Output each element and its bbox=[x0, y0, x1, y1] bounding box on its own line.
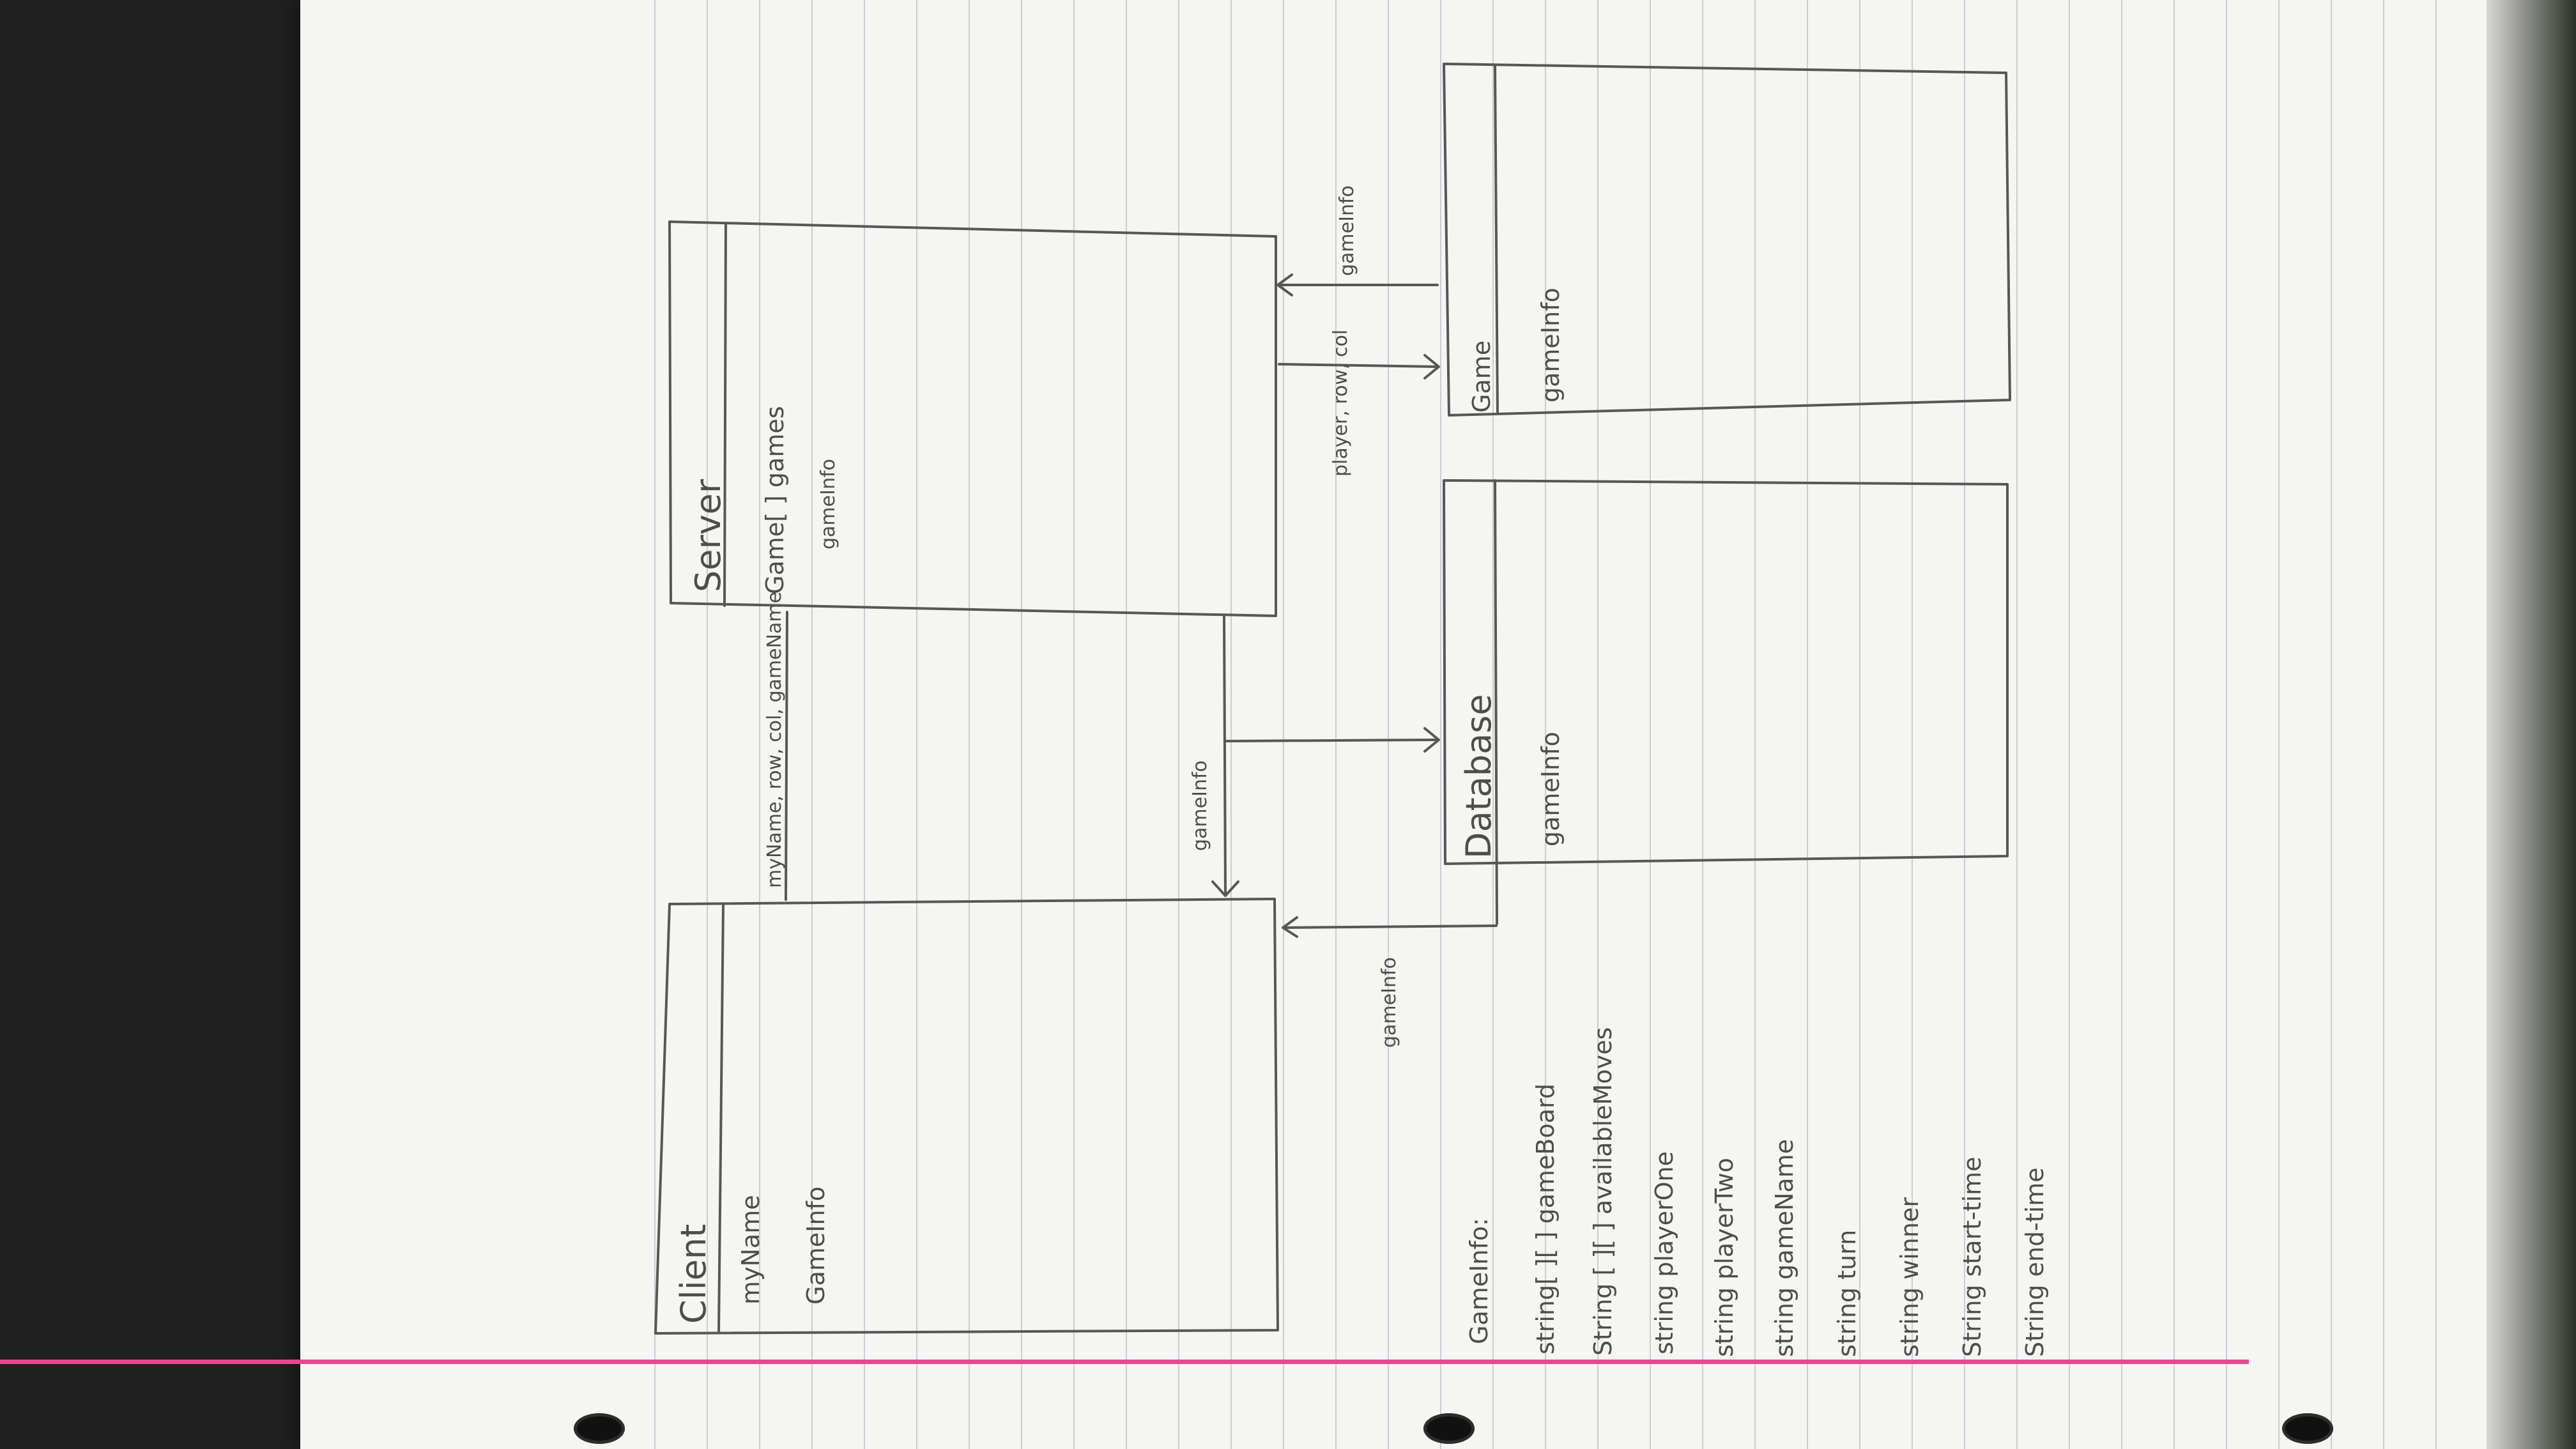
paper-rule bbox=[2331, 0, 2332, 1449]
paper-rule bbox=[2435, 0, 2437, 1449]
paper-rule bbox=[759, 0, 760, 1449]
paper-margin-line bbox=[0, 1360, 2249, 1364]
paper-rule bbox=[916, 0, 917, 1449]
paper-rule bbox=[1440, 0, 1441, 1449]
paper-rule bbox=[1073, 0, 1075, 1449]
paper-rule bbox=[1650, 0, 1651, 1449]
paper-rule bbox=[1335, 0, 1337, 1449]
paper-rule bbox=[2121, 0, 2122, 1449]
paper-rule bbox=[1283, 0, 1284, 1449]
paper-rule bbox=[1388, 0, 1389, 1449]
paper-rule bbox=[654, 0, 656, 1449]
paper-edge bbox=[2487, 0, 2576, 1449]
paper-rule bbox=[707, 0, 708, 1449]
paper-rule bbox=[1597, 0, 1598, 1449]
binder-hole bbox=[1423, 1413, 1475, 1444]
paper-rule bbox=[1859, 0, 1860, 1449]
paper-rule bbox=[1807, 0, 1808, 1449]
paper-rule bbox=[1545, 0, 1546, 1449]
paper-rule bbox=[1126, 0, 1127, 1449]
paper-rule bbox=[1702, 0, 1703, 1449]
paper-rule bbox=[2069, 0, 2070, 1449]
paper-rule bbox=[2226, 0, 2227, 1449]
paper-rule bbox=[1230, 0, 1232, 1449]
paper-rule bbox=[1492, 0, 1494, 1449]
paper-rule bbox=[1178, 0, 1179, 1449]
paper-rule bbox=[864, 0, 865, 1449]
binder-hole bbox=[574, 1413, 625, 1444]
paper-rule bbox=[969, 0, 970, 1449]
paper-rule bbox=[2383, 0, 2384, 1449]
paper-rule bbox=[1021, 0, 1022, 1449]
paper-rule bbox=[2278, 0, 2280, 1449]
binder-hole bbox=[2282, 1413, 2333, 1444]
lined-paper bbox=[300, 0, 2549, 1449]
paper-rule bbox=[811, 0, 813, 1449]
paper-rule bbox=[1964, 0, 1965, 1449]
paper-rule bbox=[1754, 0, 1756, 1449]
paper-rule bbox=[2174, 0, 2175, 1449]
paper-rule bbox=[2016, 0, 2018, 1449]
paper-rule bbox=[1912, 0, 1913, 1449]
